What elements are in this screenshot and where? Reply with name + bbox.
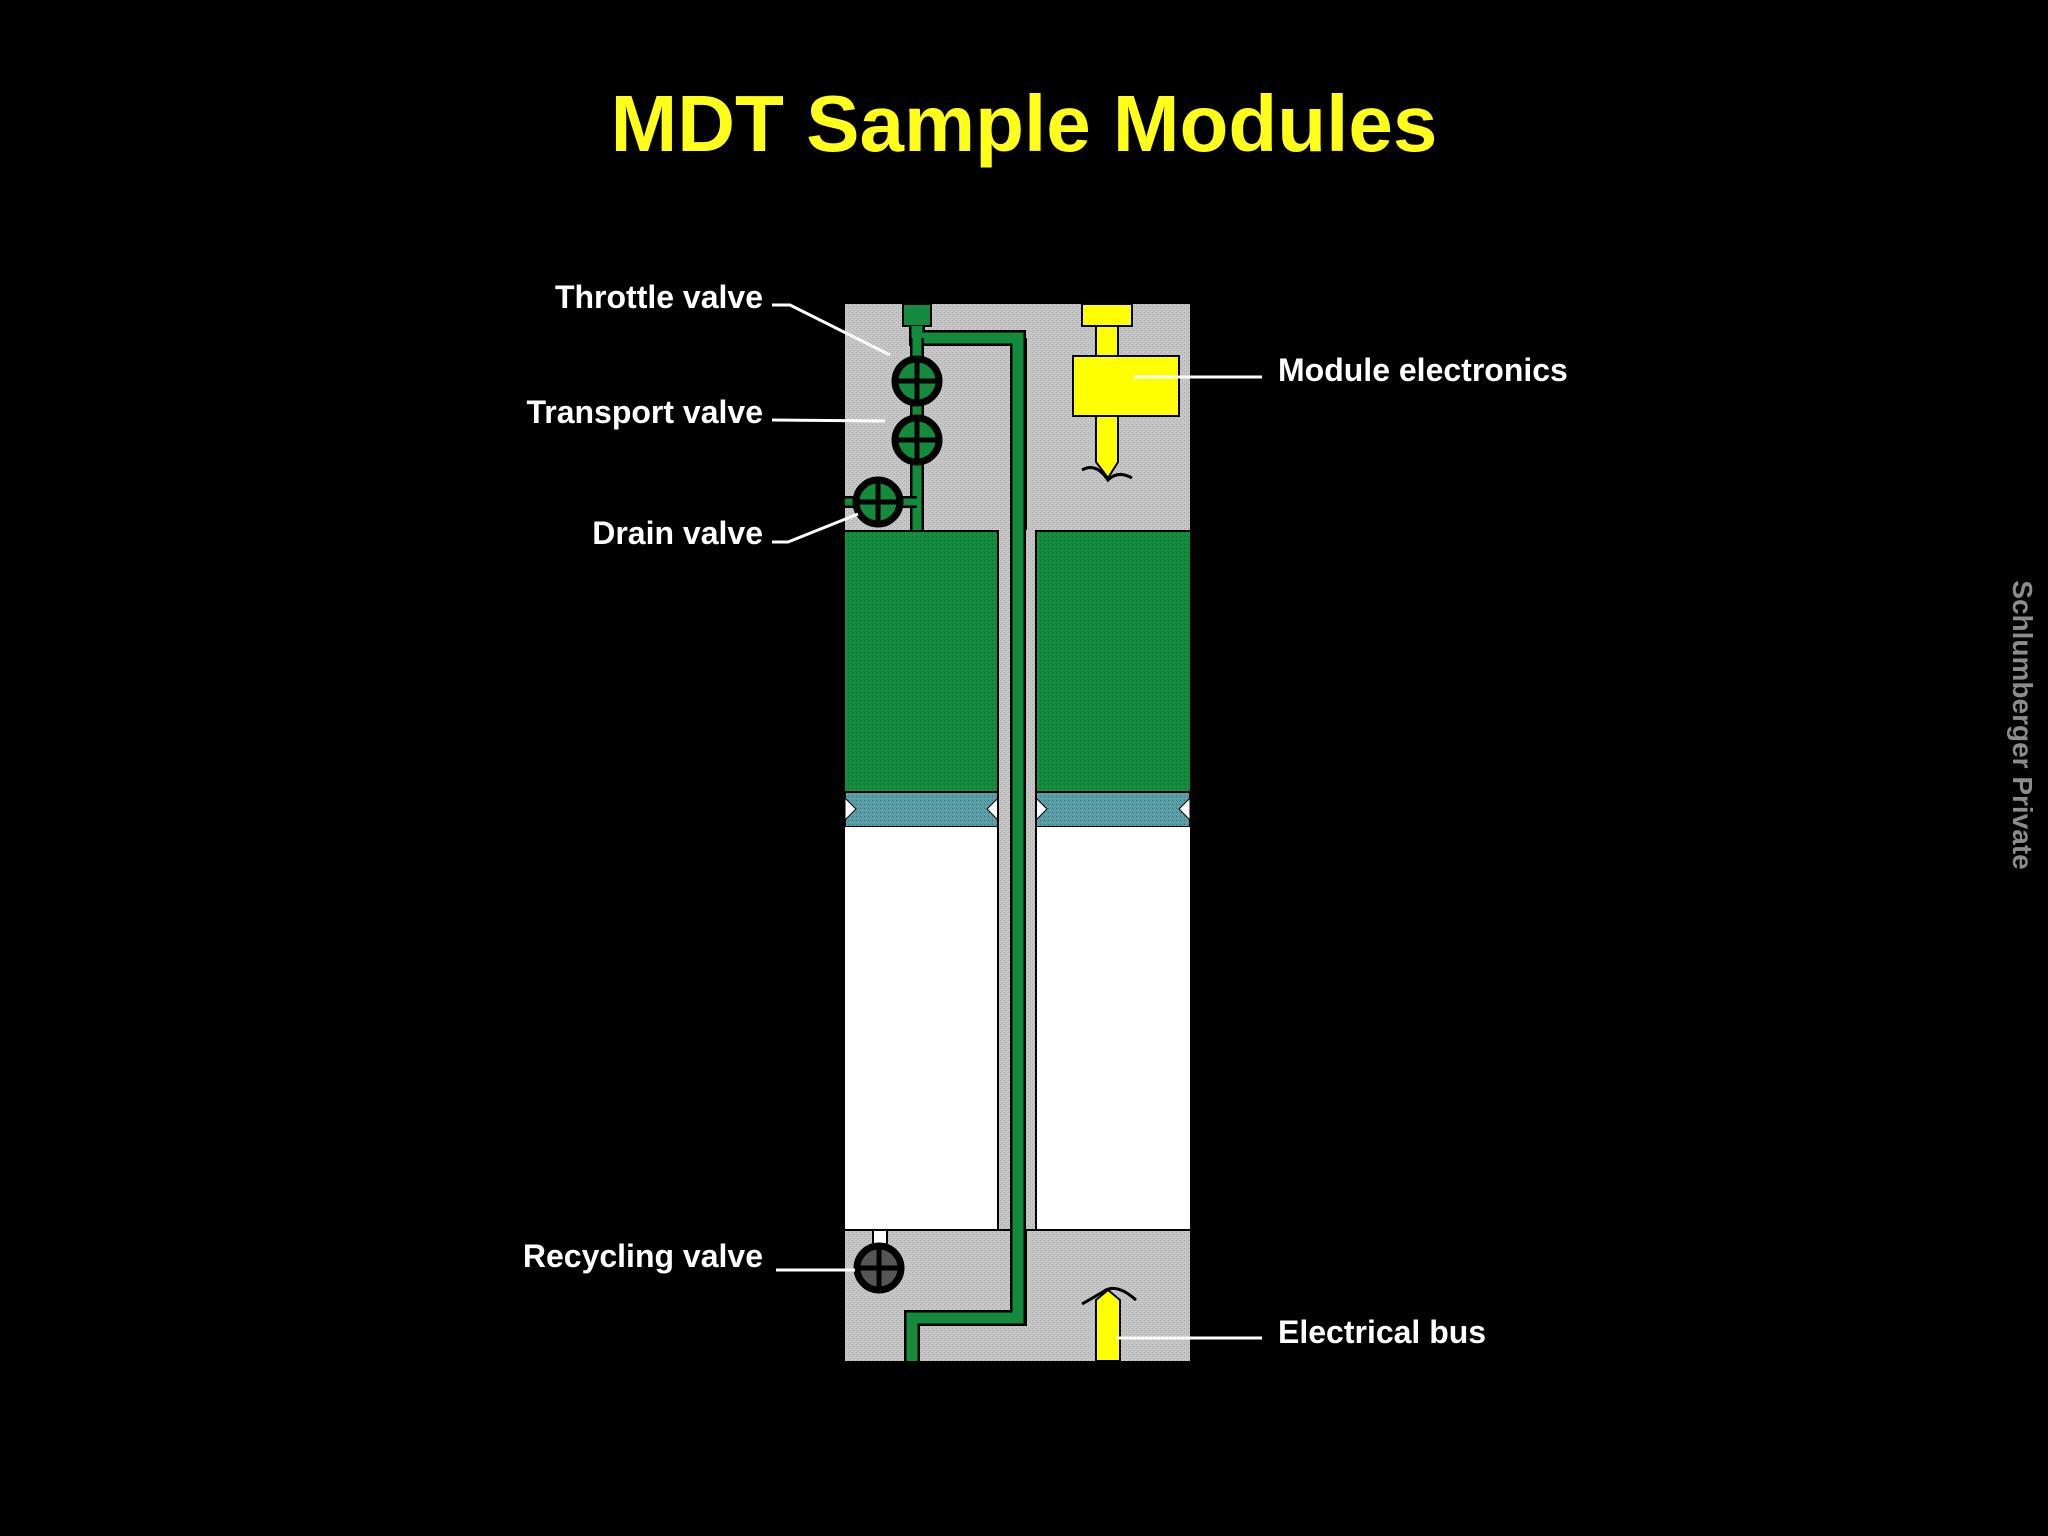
- label-transport-valve: Transport valve: [526, 394, 763, 430]
- label-recycling-valve: Recycling valve: [522, 1238, 763, 1274]
- leader-throttle-valve: [772, 303, 891, 357]
- label-throttle-valve: Throttle valve: [554, 279, 763, 315]
- label-module-electronics: Module electronics: [1278, 352, 1568, 388]
- transport-valve-symbol: [891, 414, 943, 466]
- piston-seal: [1178, 796, 1191, 822]
- sample-chamber-left-fluid: [845, 530, 998, 792]
- recycling-valve-symbol: [853, 1229, 905, 1294]
- label-drain-valve: Drain valve: [592, 515, 763, 551]
- classification-note: Schlumberger Private: [2007, 580, 2038, 870]
- piston-seal: [844, 796, 857, 822]
- electrical-bus-symbol: [1081, 1286, 1137, 1362]
- leader-drain-valve: [772, 512, 859, 544]
- leader-transport-valve: [771, 418, 886, 423]
- module-electronics-symbol: [1072, 303, 1180, 483]
- drain-valve-symbol: [852, 476, 904, 528]
- piston-right: [1035, 791, 1191, 828]
- flowline-top-stub: [902, 303, 932, 327]
- sample-chamber-right-fluid: [1036, 530, 1190, 792]
- buffer-chamber-left: [845, 827, 998, 1230]
- slide-title: MDT Sample Modules: [610, 79, 1438, 168]
- flowline-main-fill: [906, 326, 1024, 1361]
- label-electrical-bus: Electrical bus: [1278, 1314, 1487, 1350]
- throttle-valve-symbol: [891, 355, 943, 407]
- buffer-chamber-right: [1036, 827, 1190, 1230]
- piston-left: [844, 791, 999, 828]
